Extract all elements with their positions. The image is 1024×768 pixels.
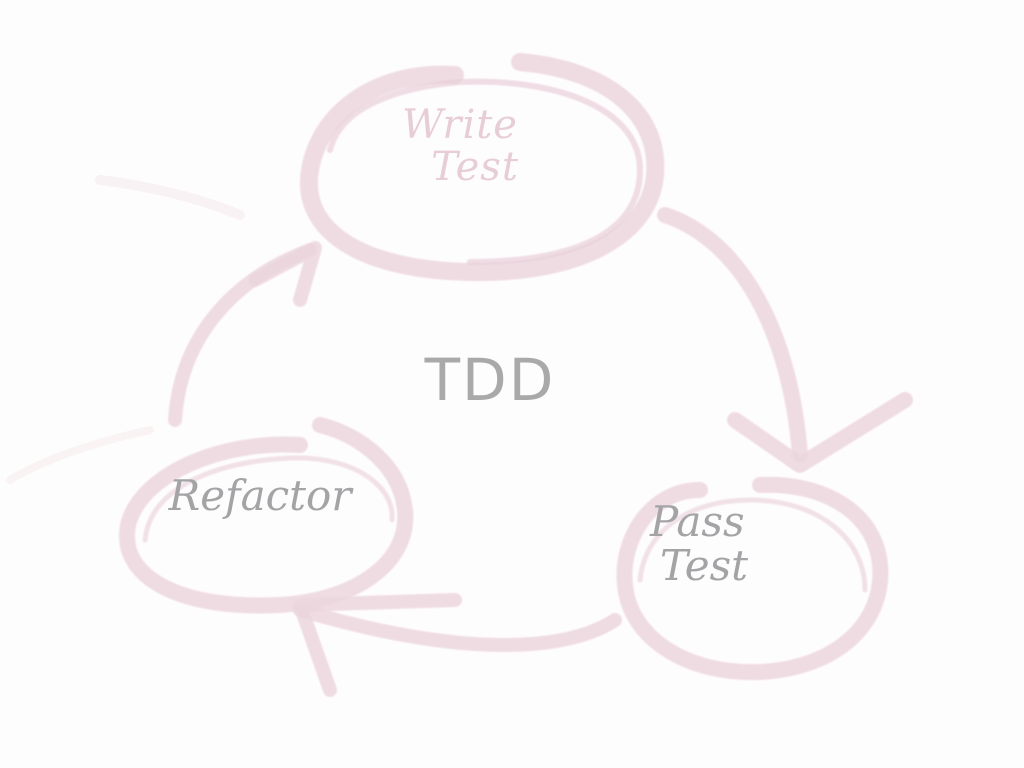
node-pass-test-label: Pass Test	[650, 497, 810, 591]
node-refactor-circle	[119, 417, 414, 614]
arrowhead-icon	[727, 392, 913, 473]
node-write-test-line-1: Write	[402, 102, 518, 148]
center-label: TDD	[424, 346, 556, 414]
node-refactor-line-1: Refactor	[168, 471, 352, 520]
background-smudge	[6, 426, 154, 484]
node-write-test-line-2: Test	[431, 144, 519, 190]
background-smudge	[95, 175, 245, 220]
node-pass-test-line-1: Pass	[650, 497, 745, 546]
edge-pass-to-refactor	[293, 593, 622, 697]
node-refactor-label: Refactor	[160, 471, 360, 520]
edge-refactor-to-write	[168, 241, 322, 427]
node-pass-test-circle	[616, 476, 889, 681]
edge-write-to-pass	[657, 207, 913, 473]
node-pass-test-line-2: Test	[660, 541, 749, 591]
node-write-test-label: Write Test	[360, 104, 560, 188]
arrowhead-icon	[293, 593, 462, 697]
node-write-test-circle	[299, 53, 665, 282]
arrowhead-icon	[248, 241, 322, 307]
